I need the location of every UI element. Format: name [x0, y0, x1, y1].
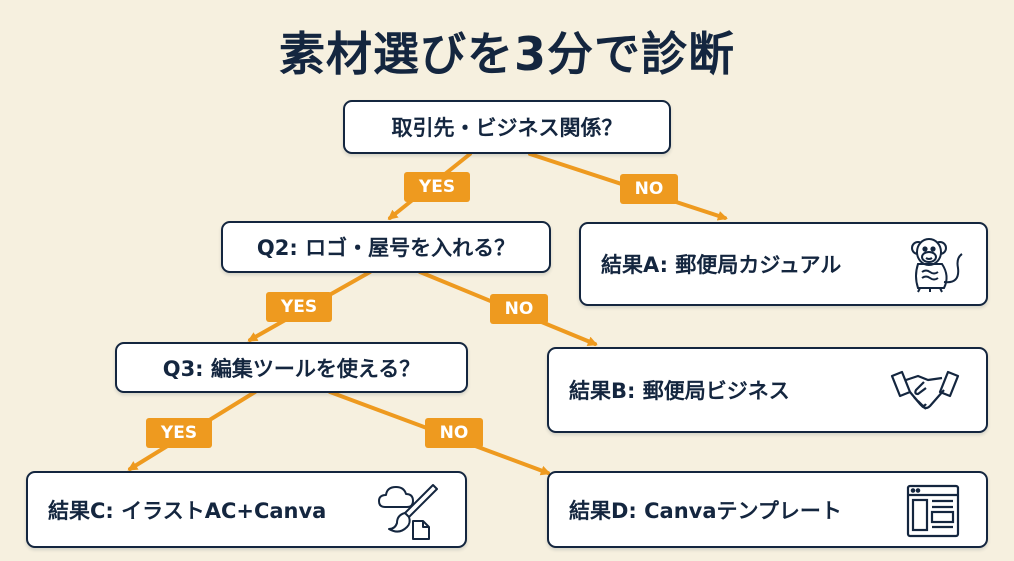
handshake-icon [890, 366, 960, 421]
layout-template-icon [906, 484, 960, 543]
result-a: 結果A: 郵便局カジュアル [579, 222, 988, 306]
result-d: 結果D: Canvaテンプレート [547, 471, 988, 548]
result-b-text: 結果B: 郵便局ビジネス [569, 379, 790, 403]
result-c: 結果C: イラストAC+Canva [26, 471, 467, 548]
question-q2-text: Q2: ロゴ・屋号を入れる？ [256, 236, 516, 260]
question-q1-text: 取引先・ビジネス関係？ [391, 116, 623, 140]
brush-cloud-document-icon [377, 481, 439, 546]
question-q2: Q2: ロゴ・屋号を入れる？ [221, 221, 551, 273]
result-b: 結果B: 郵便局ビジネス [547, 347, 988, 433]
question-q3-text: Q3: 編集ツールを使える？ [162, 356, 421, 381]
page-title: 素材選びを3分で診断 [278, 27, 735, 81]
question-q3: Q3: 編集ツールを使える？ [115, 342, 468, 393]
question-q1: 取引先・ビジネス関係？ [343, 100, 671, 154]
yes-label-q1: YES [404, 172, 470, 202]
no-label-q2: NO [490, 294, 548, 324]
result-d-text: 結果D: Canvaテンプレート [569, 498, 842, 523]
no-label-q3: NO [425, 418, 483, 448]
yes-label-q2: YES [266, 292, 332, 322]
yes-label-q3: YES [146, 418, 212, 448]
monkey-icon [904, 232, 968, 301]
result-c-text: 結果C: イラストAC+Canva [48, 498, 327, 523]
result-a-text: 結果A: 郵便局カジュアル [601, 253, 842, 277]
no-label-q1: NO [620, 174, 678, 204]
